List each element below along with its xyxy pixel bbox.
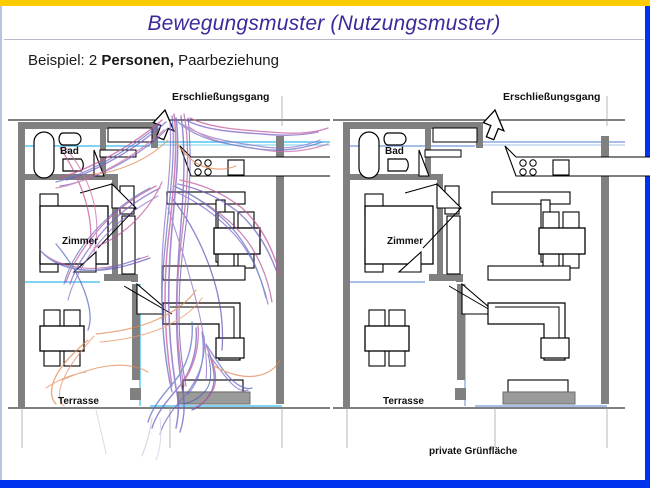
label-bathroom-right: Bad: [385, 146, 404, 157]
page-title: Bewegungsmuster (Nutzungsmuster): [147, 11, 501, 35]
subtitle-suffix: Paarbeziehung: [173, 52, 279, 69]
floor-plan-left: Erschließungsgang: [0, 88, 330, 480]
label-room-right: Zimmer: [387, 236, 424, 247]
plan-drawing-left: [7, 95, 330, 461]
subtitle-bold: Personen,: [101, 52, 174, 69]
floor-plan-right: Erschließungsgang: [325, 88, 650, 480]
label-terrace-right: Terrasse: [383, 396, 424, 407]
plan-drawing-right: [333, 96, 650, 448]
left-hairline: [0, 6, 2, 480]
label-bathroom-left: Bad: [60, 146, 79, 157]
label-corridor-left: Erschließungsgang: [172, 91, 270, 103]
label-green-area-right: private Grünfläche: [429, 446, 518, 457]
label-terrace-left: Terrasse: [58, 396, 99, 407]
movement-paths-left: [39, 113, 329, 461]
label-corridor-right: Erschließungsgang: [503, 91, 601, 103]
label-room-left: Zimmer: [62, 236, 99, 247]
floor-plans-container: Erschließungsgang: [0, 88, 650, 480]
title-bar: Bewegungsmuster (Nutzungsmuster): [4, 8, 644, 40]
bottom-accent-band: [0, 480, 650, 488]
top-accent-band: [0, 0, 650, 6]
subtitle: Beispiel: 2 Personen, Paarbeziehung: [28, 52, 279, 69]
entry-arrow-icon-right: [482, 108, 506, 141]
subtitle-prefix: Beispiel: 2: [28, 52, 102, 69]
right-accent-band: [645, 6, 650, 480]
